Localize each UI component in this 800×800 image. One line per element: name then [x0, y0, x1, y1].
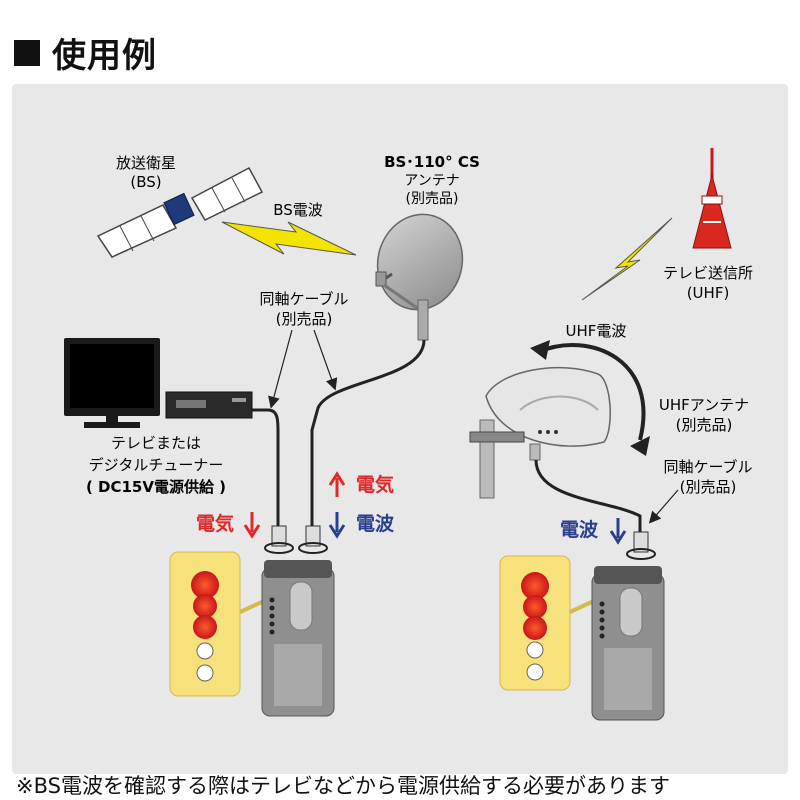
power-up-label: 電気 [356, 473, 394, 496]
coax-left-pointer-2 [313, 329, 338, 391]
uhf-antenna-label-sub: (別売品) [676, 416, 733, 434]
power-left-label: 電気 [196, 512, 234, 535]
tv-label-2: デジタルチューナー [89, 456, 224, 474]
left-connectors-icon [264, 525, 328, 554]
title-text: 使用例 [52, 36, 157, 76]
section-title: 使用例 [14, 28, 157, 77]
tv-tower-label-sub: (UHF) [687, 284, 730, 302]
uhf-antenna-label: UHFアンテナ [659, 396, 749, 414]
coax-right-pointer [648, 489, 679, 524]
right-led-callout [499, 555, 597, 691]
bs-coax-cable [310, 339, 426, 528]
title-square-icon [14, 39, 40, 66]
right-checker-device-icon [591, 566, 665, 721]
coax-left-label: 同軸ケーブル [259, 290, 348, 308]
bs-dish-antenna-icon [375, 213, 464, 341]
satellite-icon [96, 166, 264, 258]
tv-tower-label: テレビ送信所 [663, 264, 753, 282]
satellite-label-sub: (BS) [130, 173, 161, 191]
coax-left-label-sub: (別売品) [276, 310, 333, 328]
wave-down-arrow-icon [328, 512, 346, 539]
bs-wave-bolt-icon [221, 221, 357, 256]
uhf-coax-cable [534, 459, 642, 534]
uhf-wave-bolt-icon [581, 217, 673, 301]
tv-label-3: ( DC15V電源供給 ) [86, 478, 226, 496]
left-checker-device-icon [261, 560, 335, 717]
left-led-callout [169, 551, 267, 697]
power-up-arrow-icon [328, 471, 346, 497]
wave-right-down-arrow-icon [609, 518, 627, 545]
uhf-antenna-icon [469, 366, 611, 499]
power-down-arrow-icon [243, 512, 261, 539]
footnote: ※BS電波を確認する際はテレビなどから電源供給する必要があります [16, 774, 670, 798]
tv-coax-cable [248, 408, 280, 528]
tv-tower-icon [692, 148, 732, 249]
coax-right-label: 同軸ケーブル [663, 458, 752, 476]
tuner-box-icon [165, 391, 253, 419]
uhf-wave-arc [537, 343, 646, 441]
uhf-arc-arrowhead-left-icon [530, 340, 550, 360]
bs-wave-label: BS電波 [273, 201, 323, 219]
wave-left-label: 電波 [356, 512, 395, 535]
bs-antenna-label: BS･110° CS [384, 153, 480, 171]
bs-antenna-label-2: アンテナ [404, 173, 459, 189]
uhf-arc-arrowhead-right-icon [630, 436, 650, 456]
tv-icon [64, 338, 160, 428]
bs-antenna-label-3: (別売品) [406, 191, 459, 207]
right-connector-icon [626, 531, 656, 560]
coax-right-label-sub: (別売品) [680, 478, 737, 496]
satellite-label: 放送衛星 [116, 154, 176, 172]
uhf-wave-label: UHF電波 [566, 322, 627, 340]
coax-left-pointer-1 [268, 329, 293, 409]
wave-right-label: 電波 [560, 518, 599, 541]
tv-label: テレビまたは [111, 434, 201, 452]
